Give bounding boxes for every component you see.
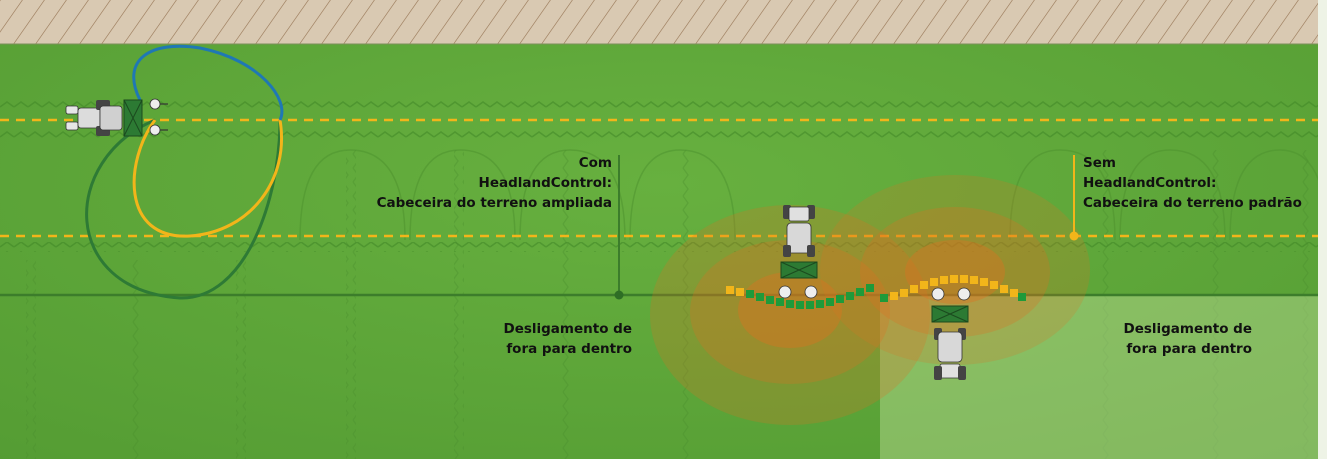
tractor-icon xyxy=(934,328,966,380)
label-without-headland-control: Sem HeadlandControl: Cabeceira do terren… xyxy=(1083,153,1313,213)
turn-path-blue xyxy=(132,44,284,121)
label-shutoff-right: Desligamento de fora para dentro xyxy=(1060,319,1252,359)
label-with-line2: HeadlandControl: xyxy=(478,175,612,191)
boom-sections-left xyxy=(726,284,874,309)
callout-dot-left xyxy=(614,290,624,300)
field-boundary-hatch xyxy=(0,0,1327,44)
nozzle-icon xyxy=(931,287,971,301)
boom-sections-right xyxy=(880,275,1026,302)
turn-path-yellow xyxy=(132,119,283,238)
sprayer-icon xyxy=(780,261,818,279)
vertical-tracks xyxy=(26,150,1310,459)
spray-zone-left xyxy=(650,205,930,425)
tractor-icon xyxy=(783,205,815,257)
label-with-line1: Com xyxy=(578,155,612,171)
turn-path-darkgreen xyxy=(85,118,282,300)
label-without-line2: HeadlandControl: xyxy=(1083,175,1217,191)
track-row-mid xyxy=(0,131,1327,141)
label-shutoff-right-line2: fora para dentro xyxy=(1126,341,1252,357)
label-shutoff-right-line1: Desligamento de xyxy=(1123,321,1252,337)
track-row-top xyxy=(0,98,1327,108)
label-shutoff-left-line2: fora para dentro xyxy=(506,341,632,357)
callout-dot-right xyxy=(1069,231,1079,241)
sprayer-icon xyxy=(931,305,969,323)
nozzle-icon xyxy=(149,98,168,136)
nozzle-icon xyxy=(778,285,818,299)
label-with-headland-control: Com HeadlandControl: Cabeceira do terren… xyxy=(330,153,612,213)
sprayer-icon xyxy=(123,99,143,137)
label-without-line3: Cabeceira do terreno padrão xyxy=(1083,195,1302,211)
label-without-line1: Sem xyxy=(1083,155,1116,171)
right-edge xyxy=(1318,0,1327,459)
spray-zone-right xyxy=(820,175,1090,365)
track-row-low xyxy=(0,242,1327,252)
tractor-icon xyxy=(65,100,123,136)
label-shutoff-left-line1: Desligamento de xyxy=(503,321,632,337)
label-with-line3: Cabeceira do terreno ampliada xyxy=(376,195,612,211)
label-shutoff-left: Desligamento de fora para dentro xyxy=(440,319,632,359)
